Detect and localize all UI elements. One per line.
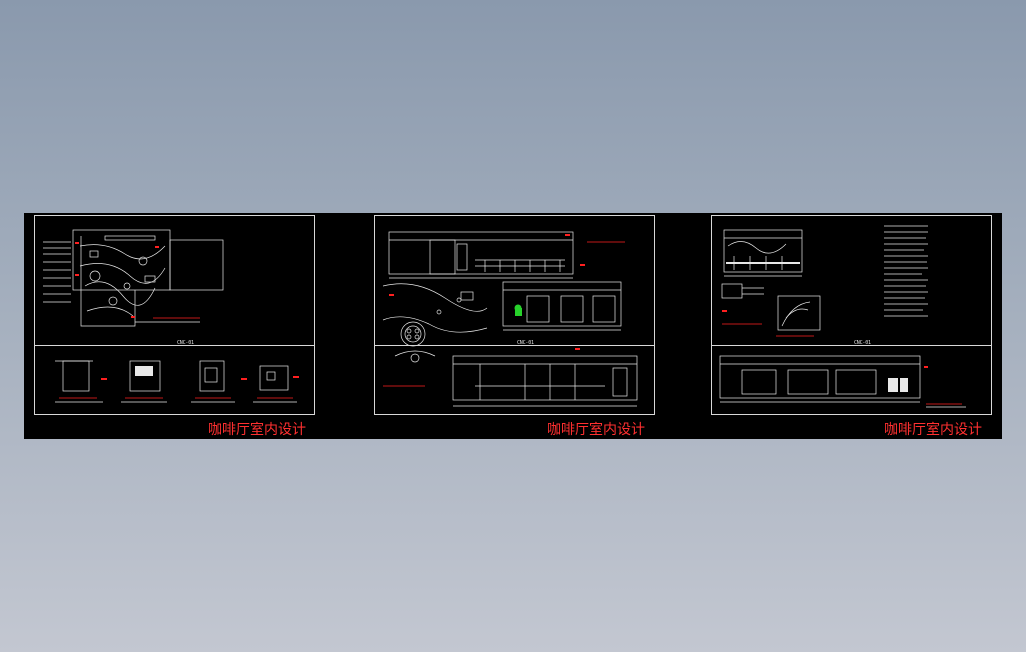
notes-text-block (884, 225, 928, 317)
sheet-1-title[interactable]: 咖啡厅室内设计 (208, 422, 306, 438)
sheet-divider (375, 345, 654, 346)
drawing-preview-canvas: CNC-01 咖啡厅室内设计 (24, 213, 1002, 439)
drawing-sheet-1[interactable]: CNC-01 (34, 215, 315, 415)
sheet-center-label: CNC-01 (854, 340, 871, 346)
sheet-center-label: CNC-01 (177, 340, 194, 346)
elevation-sheet-2-graphics (382, 231, 638, 407)
elevation-sheet-3-graphics (719, 225, 966, 408)
sheet-divider (712, 345, 991, 346)
sheet-2-title[interactable]: 咖啡厅室内设计 (547, 422, 645, 438)
sheet-center-label: CNC-01 (517, 340, 534, 346)
floor-plan-sheet-1-graphics (43, 229, 299, 403)
sheet-3-title[interactable]: 咖啡厅室内设计 (884, 422, 982, 438)
drawing-sheet-2[interactable]: CNC-01 (374, 215, 655, 415)
sheet-divider (35, 345, 314, 346)
drawing-sheet-3[interactable]: CNC-01 (711, 215, 992, 415)
